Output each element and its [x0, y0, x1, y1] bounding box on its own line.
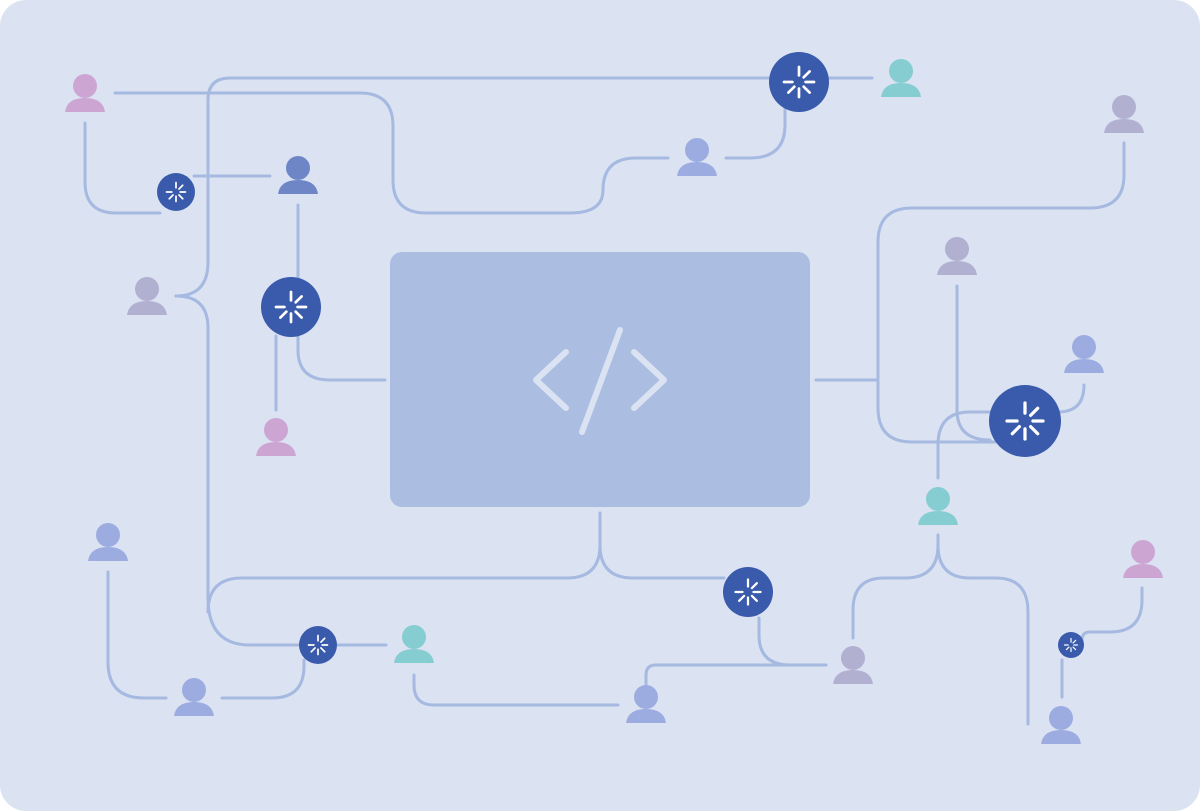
network-node	[989, 385, 1061, 457]
user-avatar-icon	[174, 678, 214, 716]
node-circle	[1058, 632, 1084, 658]
loading-spinner-icon	[782, 65, 816, 99]
nodes	[157, 52, 1084, 664]
wire	[412, 673, 620, 707]
node-circle	[157, 173, 195, 211]
wire	[174, 294, 302, 647]
loading-spinner-icon	[1005, 401, 1045, 441]
node-circle	[723, 567, 773, 617]
node-circle	[769, 52, 829, 112]
node-circle	[299, 626, 337, 664]
user-avatar-icon	[1123, 540, 1163, 578]
wire	[936, 410, 996, 480]
node-circle	[989, 385, 1061, 457]
user-avatar-icon	[256, 418, 296, 456]
wire	[955, 284, 992, 442]
user-avatar-icon	[278, 156, 318, 194]
code-brackets-icon	[533, 327, 667, 435]
wire	[174, 76, 232, 298]
wire	[1080, 586, 1144, 642]
wire	[851, 533, 940, 640]
network-node	[299, 626, 337, 664]
user-avatar-icon	[88, 523, 128, 561]
wire	[83, 121, 162, 215]
wire	[296, 334, 387, 382]
loading-spinner-icon	[734, 578, 762, 606]
network-node	[1058, 632, 1084, 658]
loading-spinner-icon	[274, 290, 308, 324]
wire	[724, 106, 787, 160]
user-avatar-icon	[918, 487, 958, 525]
wire	[1056, 383, 1086, 414]
user-avatar-icon	[65, 74, 105, 112]
user-avatar-icon	[626, 685, 666, 723]
user-avatar-icon	[127, 277, 167, 315]
user-avatar-icon	[1104, 95, 1144, 133]
network-node	[723, 567, 773, 617]
wire	[936, 543, 1030, 726]
network-node	[261, 277, 321, 337]
wire	[106, 570, 168, 700]
user-avatar-icon	[394, 625, 434, 663]
user-avatar-icon	[881, 59, 921, 97]
users	[65, 59, 1163, 744]
connection-lines	[83, 76, 1144, 726]
wire	[876, 141, 1126, 444]
loading-spinner-icon	[165, 181, 187, 203]
user-avatar-icon	[1041, 706, 1081, 744]
user-avatar-icon	[833, 646, 873, 684]
wire	[598, 543, 726, 580]
wire	[206, 511, 602, 614]
code-panel	[390, 252, 810, 507]
wire	[220, 658, 306, 700]
network-node	[157, 173, 195, 211]
wire	[644, 663, 828, 687]
loading-spinner-icon	[1063, 637, 1079, 653]
user-avatar-icon	[1064, 335, 1104, 373]
network-node	[769, 52, 829, 112]
user-avatar-icon	[937, 237, 977, 275]
loading-spinner-icon	[307, 634, 329, 656]
user-avatar-icon	[677, 138, 717, 176]
node-circle	[261, 277, 321, 337]
wire	[113, 91, 670, 215]
